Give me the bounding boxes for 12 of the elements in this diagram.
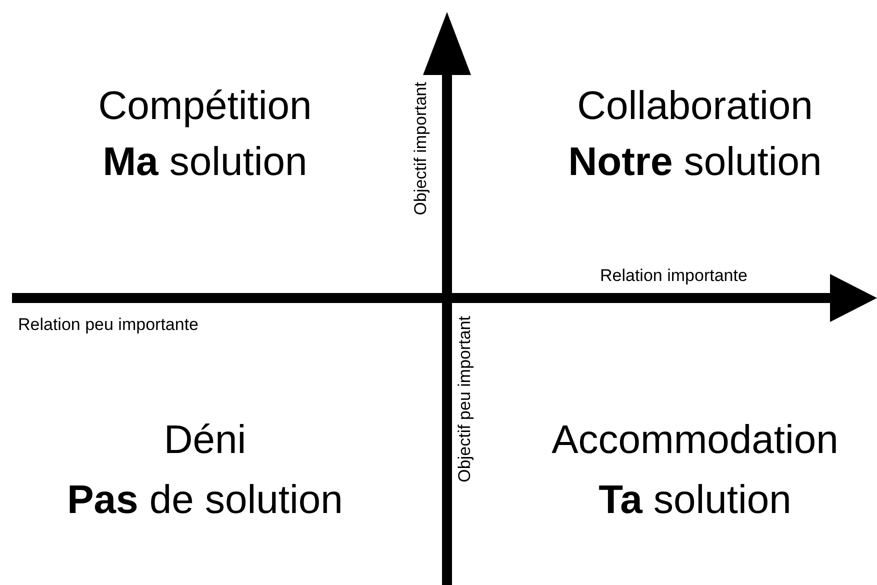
- quadrant-subtitle: Ma solution: [102, 140, 308, 184]
- quadrant-subtitle: Notre solution: [568, 140, 822, 184]
- axis-label: Relation peu importante: [18, 316, 199, 335]
- quadrant-title: Accommodation: [552, 418, 838, 462]
- axis-label: Objectif important: [412, 82, 431, 216]
- quadrant-title: Compétition: [98, 84, 312, 128]
- axis-label: Objectif peu important: [456, 316, 475, 482]
- quadrant-title: Collaboration: [577, 84, 813, 128]
- quadrant-subtitle: Pas de solution: [67, 478, 343, 522]
- axis-label: Relation importante: [600, 267, 748, 286]
- quadrant-title: Déni: [164, 418, 246, 462]
- quadrant-subtitle: Ta solution: [598, 478, 792, 522]
